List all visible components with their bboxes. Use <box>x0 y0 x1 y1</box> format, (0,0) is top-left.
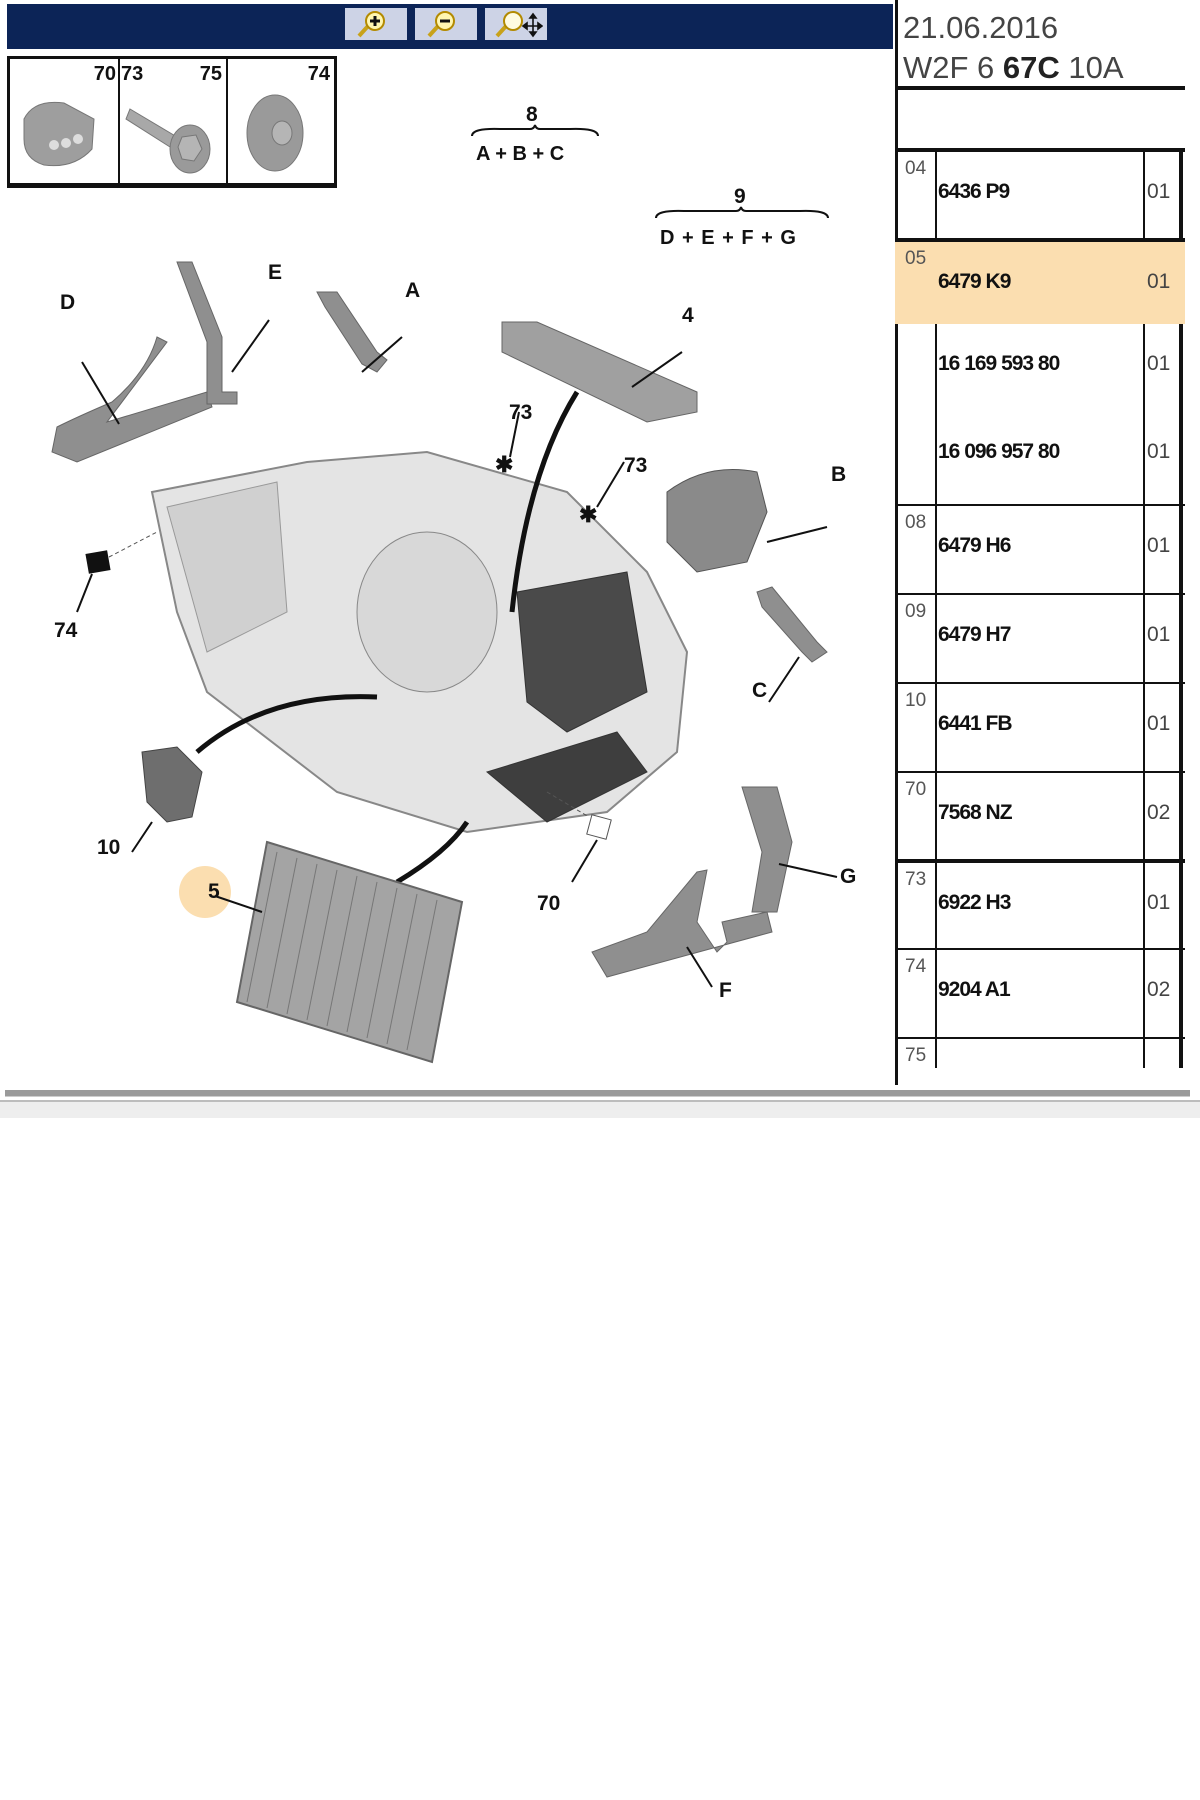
part-reference[interactable]: 6436 P9 <box>938 180 1010 203</box>
callout-G[interactable]: G <box>840 865 857 888</box>
callout-73[interactable]: 73 <box>624 454 648 477</box>
group-8-formula: A + B + C <box>476 143 565 165</box>
part-quantity: 01 <box>1147 270 1171 293</box>
group-9-formula: D + E + F + G <box>660 227 797 249</box>
row-index: 08 <box>905 512 927 533</box>
clip-icon <box>23 101 95 167</box>
callout-73[interactable]: 73 <box>509 401 533 424</box>
callout-E[interactable]: E <box>268 261 283 284</box>
thumbnail-washer[interactable]: 74 <box>226 59 334 183</box>
table-row[interactable]: 73 6922 H3 01 <box>895 859 1185 948</box>
table-row[interactable]: 09 6479 H7 01 <box>895 593 1185 682</box>
thumb-label: 74 <box>307 63 330 85</box>
callout-A[interactable]: A <box>405 279 421 302</box>
part-reference[interactable]: 6479 H6 <box>938 534 1011 557</box>
panel-divider <box>895 0 898 1085</box>
row-index: 74 <box>905 956 927 977</box>
part-reference[interactable]: 6441 FB <box>938 712 1013 735</box>
thumb-label: 70 <box>93 63 116 85</box>
screw-icon <box>125 108 211 174</box>
group-9-number: 9 <box>734 185 746 208</box>
header-rule <box>895 86 1185 90</box>
vehicle-code-bold: 67C <box>1002 50 1060 85</box>
part-reference[interactable]: 9204 A1 <box>938 978 1011 1001</box>
column-divider <box>1143 148 1145 1068</box>
callout-74[interactable]: 74 <box>54 619 78 642</box>
table-row[interactable]: 16 169 593 80 01 <box>895 324 1185 412</box>
row-index: 10 <box>905 690 927 711</box>
status-bar <box>0 1100 1200 1118</box>
washer-nut-icon <box>246 94 304 172</box>
part-reference[interactable]: 6922 H3 <box>938 891 1011 914</box>
thumb-label: 75 <box>199 63 222 85</box>
row-index: 09 <box>905 601 927 622</box>
callout-D[interactable]: D <box>60 291 76 314</box>
exploded-parts-diagram[interactable]: 70 73 75 74 <box>7 52 893 1087</box>
table-row[interactable]: 16 096 957 80 01 <box>895 412 1185 504</box>
table-row[interactable]: 04 6436 P9 01 <box>895 148 1185 238</box>
magnifier-plus-icon <box>357 11 385 38</box>
part-reference[interactable]: 6479 K9 <box>938 270 1011 293</box>
column-divider <box>1179 148 1183 1068</box>
callout-B[interactable]: B <box>831 463 847 486</box>
callout-F[interactable]: F <box>719 979 732 1002</box>
part-reference[interactable]: 7568 NZ <box>938 801 1013 824</box>
part-quantity: 01 <box>1147 891 1171 914</box>
part-quantity: 01 <box>1147 534 1171 557</box>
pan-zoom-button[interactable] <box>485 8 547 40</box>
part-reference[interactable]: 16 169 593 80 <box>938 352 1060 375</box>
part-quantity: 01 <box>1147 623 1171 646</box>
svg-text:✱: ✱ <box>495 452 513 477</box>
callout-10[interactable]: 10 <box>97 836 121 859</box>
part-quantity: 02 <box>1147 978 1171 1001</box>
thumbnail-screw[interactable]: 73 75 <box>118 59 228 183</box>
catalog-date: 21.06.2016 <box>903 10 1059 45</box>
row-index: 75 <box>905 1045 927 1066</box>
table-row[interactable]: 70 7568 NZ 02 <box>895 771 1185 859</box>
table-row[interactable]: 10 6441 FB 01 <box>895 682 1185 771</box>
part-reference[interactable]: 16 096 957 80 <box>938 440 1060 463</box>
row-index: 05 <box>905 248 927 269</box>
svg-text:✱: ✱ <box>579 502 597 527</box>
table-row[interactable]: 74 9204 A1 02 <box>895 948 1185 1037</box>
table-row[interactable]: 75 <box>895 1037 1185 1068</box>
part-quantity: 02 <box>1147 801 1171 824</box>
thumb-label: 73 <box>121 63 144 85</box>
row-index: 73 <box>905 869 927 890</box>
part-quantity: 01 <box>1147 440 1171 463</box>
part-quantity: 01 <box>1147 352 1171 375</box>
callout-C[interactable]: C <box>752 679 768 702</box>
column-divider <box>935 148 937 1068</box>
zoom-out-button[interactable] <box>415 8 477 40</box>
part-reference[interactable]: 6479 H7 <box>938 623 1011 646</box>
brace-icon <box>471 124 599 137</box>
diagram-toolbar <box>7 4 893 49</box>
horizontal-scrollbar[interactable] <box>5 1090 1190 1097</box>
thumbnail-clip[interactable]: 70 <box>10 59 120 183</box>
callout-5[interactable]: 5 <box>208 880 220 903</box>
zoom-in-button[interactable] <box>345 8 407 40</box>
parts-list-panel: 21.06.2016 W2F 6 67C 10A 04 6436 P9 01 0… <box>895 0 1185 1085</box>
callout-4[interactable]: 4 <box>682 304 694 327</box>
table-row[interactable]: 08 6479 H6 01 <box>895 504 1185 593</box>
row-index: 04 <box>905 158 927 179</box>
table-row-selected[interactable]: 05 6479 K9 01 <box>895 238 1185 324</box>
vehicle-code-prefix: W2F 6 <box>903 50 1003 85</box>
row-index: 70 <box>905 779 927 800</box>
group-8-number: 8 <box>526 103 538 126</box>
vehicle-code: W2F 6 67C 10A <box>903 50 1124 86</box>
fastener-thumbnails: 70 73 75 74 <box>7 56 337 188</box>
part-quantity: 01 <box>1147 712 1171 735</box>
callout-70[interactable]: 70 <box>537 892 561 915</box>
vehicle-code-suffix: 10A <box>1059 50 1124 85</box>
hvac-assembly-illustration: ✱ ✱ <box>51 261 838 1064</box>
magnifier-pan-icon <box>495 11 543 38</box>
parts-catalog-viewer: 70 73 75 74 <box>0 0 1200 1118</box>
magnifier-minus-icon <box>427 11 455 38</box>
brace-icon <box>655 206 829 219</box>
part-quantity: 01 <box>1147 180 1171 203</box>
